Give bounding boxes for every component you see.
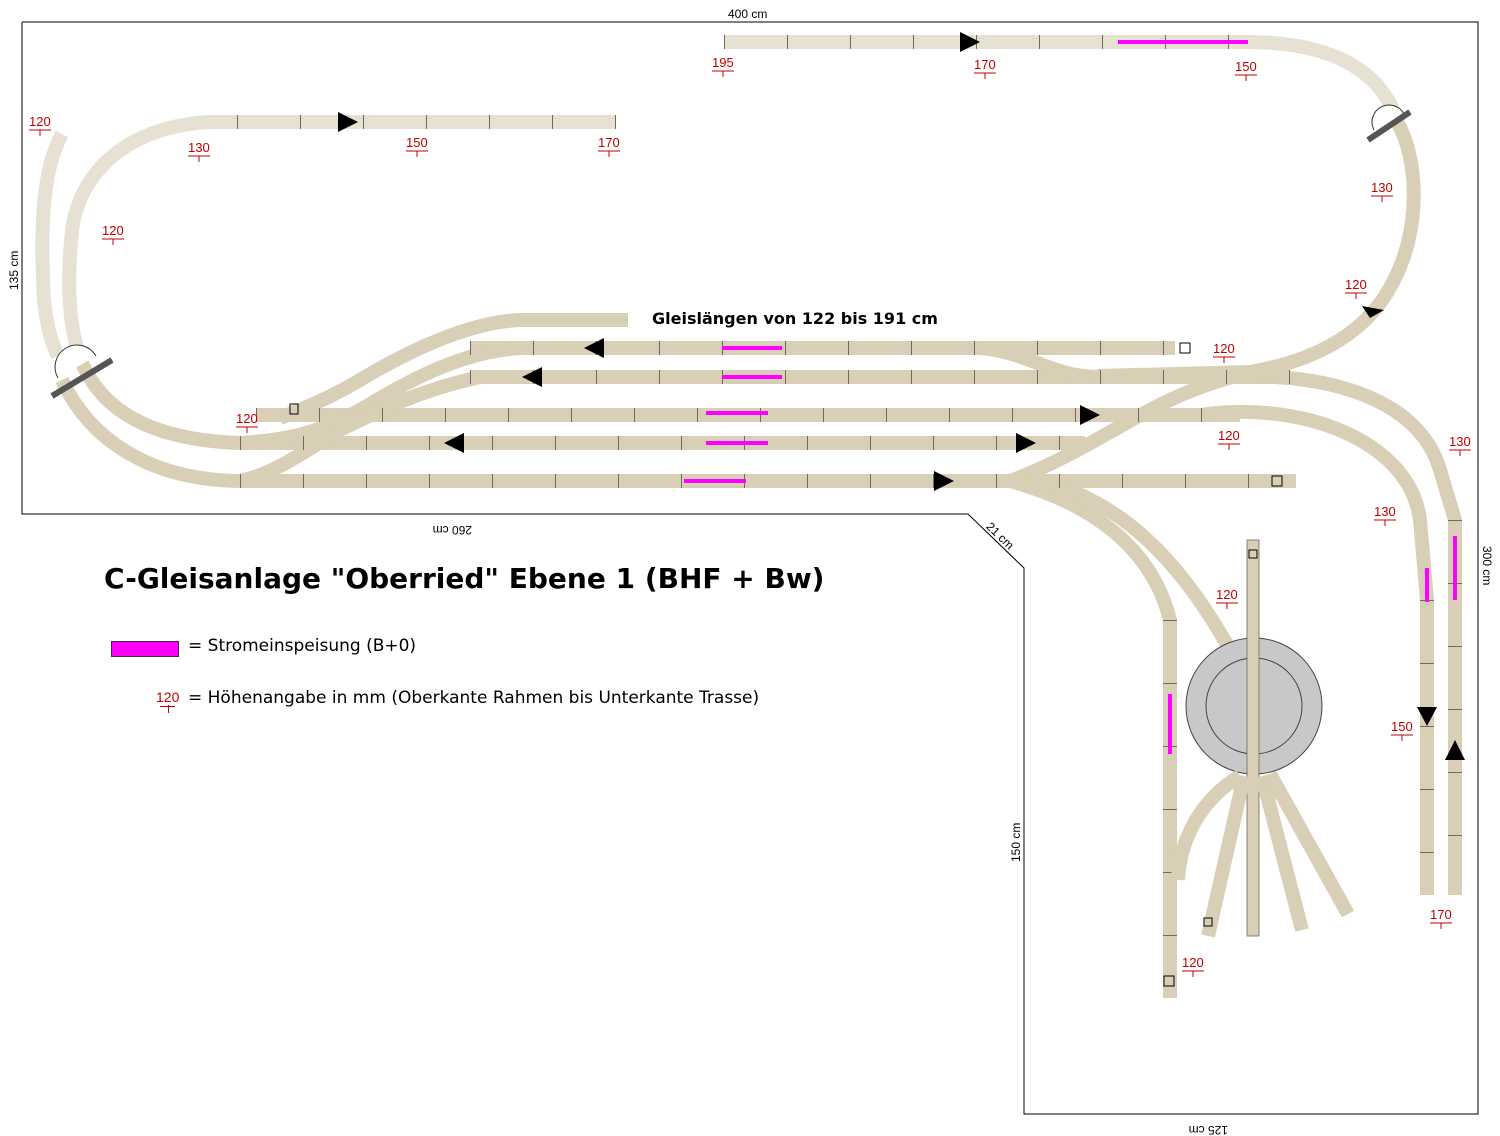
- height-mark: 170: [1430, 907, 1452, 929]
- height-mark: 130: [1374, 504, 1396, 526]
- height-mark: 130: [1449, 434, 1471, 456]
- height-mark: 150: [1391, 719, 1413, 741]
- svg-text:130: 130: [1449, 434, 1471, 449]
- svg-text:130: 130: [188, 140, 210, 155]
- height-mark: 120: [102, 223, 124, 245]
- dimension-bottom-left: 260 cm: [433, 523, 472, 537]
- svg-text:120: 120: [1345, 277, 1367, 292]
- legend-height-tick: [168, 705, 169, 713]
- height-mark: 120: [236, 411, 258, 433]
- arrow-right: [338, 112, 358, 132]
- arrow-right: [1080, 405, 1100, 425]
- svg-text:120: 120: [29, 114, 51, 129]
- arrow-up: [1445, 740, 1465, 760]
- svg-text:120: 120: [102, 223, 124, 238]
- svg-text:195: 195: [712, 55, 734, 70]
- height-mark: 150: [1235, 59, 1257, 81]
- legend-height-label: = Höhenangabe in mm (Oberkante Rahmen bi…: [188, 688, 760, 708]
- height-marks: 195 170 150 120 130 150 170 120 130 120 …: [29, 55, 1471, 977]
- height-mark: 130: [1371, 180, 1393, 202]
- height-mark: 120: [1218, 428, 1240, 450]
- height-mark: 120: [1345, 277, 1367, 299]
- svg-text:130: 130: [1371, 180, 1393, 195]
- arrow-left: [584, 338, 604, 358]
- svg-text:150: 150: [406, 135, 428, 150]
- height-mark: 130: [188, 140, 210, 162]
- svg-text:120: 120: [1216, 587, 1238, 602]
- height-mark: 120: [1182, 955, 1204, 977]
- svg-text:120: 120: [1218, 428, 1240, 443]
- turntable: [1171, 539, 1355, 938]
- arrow-left: [522, 367, 542, 387]
- height-mark: 120: [1213, 341, 1235, 363]
- arrow-right: [934, 471, 954, 491]
- buffer-stops: [289, 342, 1283, 987]
- dimension-inner-vertical: 150 cm: [1009, 823, 1023, 862]
- arrow-right: [1016, 433, 1036, 453]
- upper-level-tracks: [35, 35, 1403, 360]
- svg-text:120: 120: [1213, 341, 1235, 356]
- page-title: C-Gleisanlage "Oberried" Ebene 1 (BHF + …: [104, 562, 825, 595]
- track-length-note: Gleislängen von 122 bis 191 cm: [652, 309, 938, 328]
- arrow-down: [1362, 306, 1384, 318]
- arrow-down: [1417, 707, 1437, 726]
- arrow-left: [444, 433, 464, 453]
- height-mark: 120: [29, 114, 51, 136]
- arrow-right: [960, 32, 980, 52]
- baseboard-outline: [21, 21, 1479, 1115]
- legend-feed-label: = Stromeinspeisung (B+0): [188, 636, 417, 656]
- svg-text:150: 150: [1235, 59, 1257, 74]
- dimension-bottom-right: 125 cm: [1189, 1123, 1228, 1136]
- height-mark: 150: [406, 135, 428, 157]
- svg-text:170: 170: [598, 135, 620, 150]
- dimension-left: 135 cm: [7, 251, 21, 290]
- station-tracks: [55, 116, 1462, 998]
- power-feed-swatch: [111, 641, 179, 657]
- height-mark: 120: [1216, 587, 1238, 609]
- bridge-markers: [50, 104, 1412, 399]
- height-mark: 170: [598, 135, 620, 157]
- dimension-right: 300 cm: [1480, 546, 1494, 585]
- power-feeds: [684, 40, 1457, 754]
- svg-text:120: 120: [1182, 955, 1204, 970]
- svg-text:170: 170: [1430, 907, 1452, 922]
- dimension-diagonal: 21 cm: [983, 519, 1016, 552]
- direction-arrows: [338, 32, 1465, 760]
- height-mark: 170: [974, 57, 996, 79]
- dimension-top: 400 cm: [728, 7, 767, 21]
- height-mark: 195: [712, 55, 734, 77]
- svg-text:120: 120: [236, 411, 258, 426]
- svg-text:150: 150: [1391, 719, 1413, 734]
- svg-text:170: 170: [974, 57, 996, 72]
- legend-height-sample: 120: [156, 689, 180, 707]
- svg-text:130: 130: [1374, 504, 1396, 519]
